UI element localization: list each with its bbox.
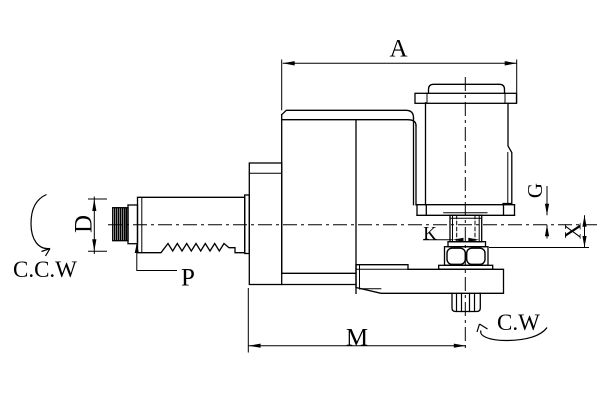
dim-k: [423, 237, 479, 242]
dim-label-m: M: [346, 325, 368, 352]
dim-label-g: G: [523, 183, 547, 198]
dim-p: [134, 243, 177, 271]
rotation-label-cw: C.W: [497, 310, 540, 335]
dimension-lines: [88, 59, 589, 353]
base-plate: [355, 264, 505, 294]
part-outlines: [112, 83, 518, 313]
dim-label-d: D: [71, 215, 98, 233]
nut-washer-band: [447, 241, 487, 248]
dim-label-a: A: [389, 36, 407, 63]
dim-a: [281, 59, 518, 111]
labels: A D P K G X M C.C.W C.W: [13, 36, 586, 352]
spindle-collar: [449, 214, 483, 243]
dim-label-x: X: [561, 222, 586, 239]
hex-nut: [443, 246, 489, 266]
dim-m: [247, 288, 466, 353]
center-lines: [108, 77, 597, 352]
rotation-label-ccw: C.C.W: [13, 257, 77, 282]
dim-x: [489, 215, 589, 248]
flange-disc: [248, 162, 357, 286]
rotation-arrows: [30, 193, 548, 342]
dim-label-k: K: [423, 224, 437, 245]
dim-g: [544, 186, 550, 239]
main-body: [280, 109, 417, 294]
ccw-arrow: [30, 193, 51, 257]
dim-d: [88, 196, 107, 254]
cw-arrow: [476, 323, 548, 342]
dim-label-p: P: [181, 265, 195, 292]
spline-coupling: [451, 292, 481, 313]
